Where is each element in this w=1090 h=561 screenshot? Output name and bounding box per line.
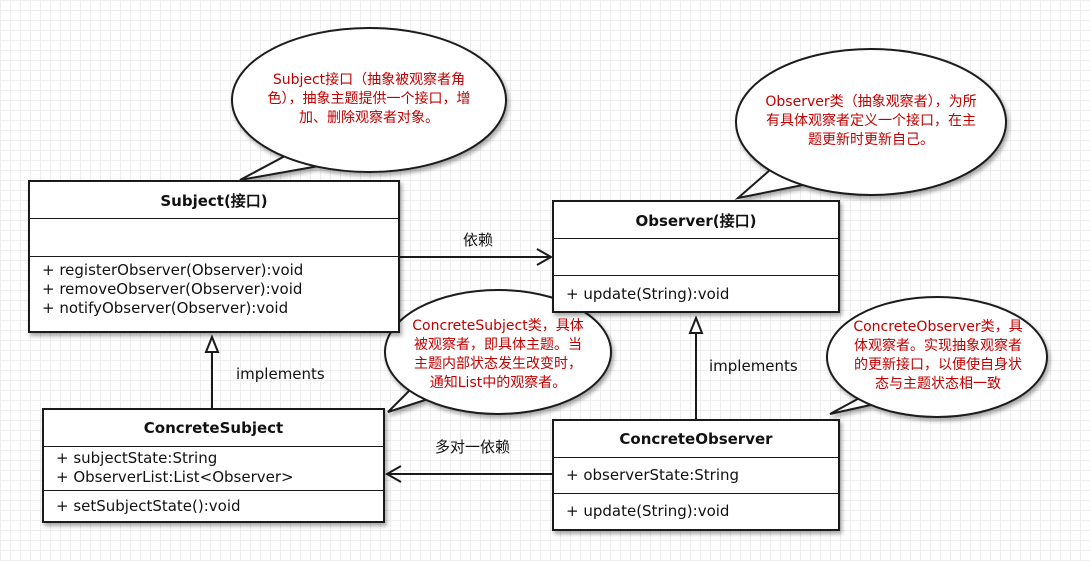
method-line: + setSubjectState():void (56, 497, 241, 515)
implements-arrow-subject (204, 334, 220, 408)
class-concrete-subject[interactable]: ConcreteSubject + subjectState:String + … (42, 408, 385, 523)
method-line: + registerObserver(Observer):void (42, 261, 304, 279)
note-concrete-subject: ConcreteSubject类，具体 被观察者，即具体主题。当 主题内部状态发… (412, 318, 584, 391)
note-bubble-subject (231, 27, 507, 181)
implements-label-subject: implements (236, 365, 325, 383)
implements-label-observer: implements (709, 357, 798, 375)
note-subject: Subject接口（抽象被观察者角 色），抽象主题提供一个接口，增 加、删除观察… (267, 72, 471, 126)
note-bubble-concrete-subject (384, 289, 612, 415)
attributes-section (30, 219, 398, 257)
class-concrete-observer[interactable]: ConcreteObserver + observerState:String … (552, 419, 840, 531)
note-bubble-observer (734, 48, 1007, 200)
class-subject[interactable]: Subject(接口) + registerObserver(Observer)… (28, 180, 400, 333)
dependency-arrow (400, 248, 554, 266)
methods-section: + registerObserver(Observer):void + remo… (30, 257, 398, 331)
class-name: ConcreteObserver (554, 421, 838, 458)
methods-section: + setSubjectState():void (44, 491, 383, 521)
attribute-line: + observerState:String (566, 466, 740, 484)
method-line: + update(String):void (566, 502, 730, 520)
note-bubble-concrete-observer (826, 296, 1048, 418)
dependency-label: 依赖 (463, 231, 494, 249)
many-to-one-label: 多对一依赖 (435, 438, 511, 456)
method-line: + update(String):void (566, 285, 730, 303)
many-to-one-arrow (384, 465, 552, 483)
implements-arrow-observer (688, 315, 704, 420)
attributes-section (554, 239, 838, 276)
note-observer: Observer类（抽象观察者），为所 有具体观察者定义一个接口，在主 题更新时… (765, 94, 977, 148)
note-concrete-observer: ConcreteObserver类，具 体观察者。实现抽象观察者 的更新接口，以… (853, 319, 1023, 392)
methods-section: + update(String):void (554, 276, 838, 311)
method-line: + removeObserver(Observer):void (42, 280, 303, 298)
class-observer[interactable]: Observer(接口) + update(String):void (552, 200, 840, 313)
class-name: Observer(接口) (554, 202, 838, 239)
attribute-line: + subjectState:String (56, 449, 218, 467)
method-line: + notifyObserver(Observer):void (42, 299, 289, 317)
attributes-section: + subjectState:String + ObserverList:Lis… (44, 447, 383, 491)
class-name: ConcreteSubject (44, 410, 383, 447)
class-name: Subject(接口) (30, 182, 398, 219)
attribute-line: + ObserverList:List<Observer> (56, 468, 294, 486)
methods-section: + update(String):void (554, 494, 838, 529)
attributes-section: + observerState:String (554, 458, 838, 494)
